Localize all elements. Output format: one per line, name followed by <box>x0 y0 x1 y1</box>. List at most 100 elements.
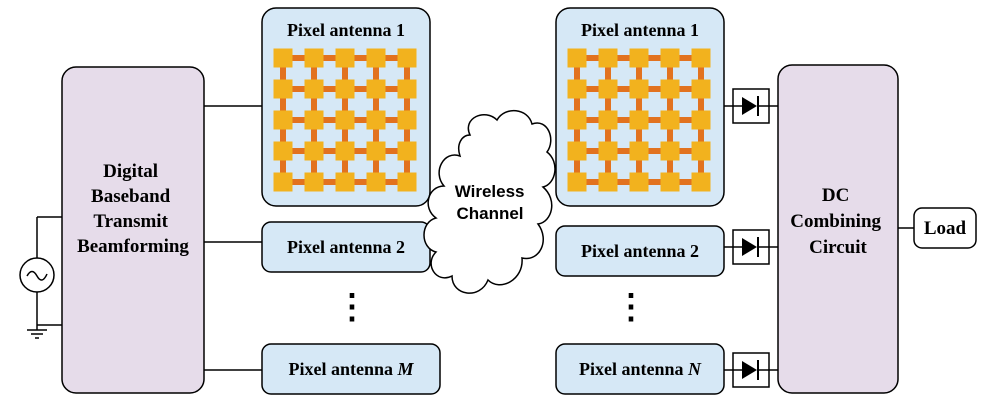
tx-pixel-antenna-m: Pixel antenna M <box>261 343 441 395</box>
rx-pixel-antenna-2: Pixel antenna 2 <box>555 225 725 277</box>
pixel-connector <box>345 179 376 185</box>
rx-pixel-antenna-1: Pixel antenna 1 <box>555 7 725 207</box>
pixel-patch <box>397 110 417 130</box>
tx-pixel-grid <box>273 48 417 192</box>
pixel-connector <box>670 117 701 123</box>
pixel-connector <box>639 179 670 185</box>
pixel-connector <box>404 89 410 120</box>
beamforming-label: Digital Baseband Transmit Beamforming <box>77 161 189 257</box>
pixel-patch <box>691 48 711 68</box>
rx-ellipsis: ⋮ <box>614 289 648 326</box>
pixel-connector <box>670 55 701 61</box>
pixel-connector <box>280 58 286 89</box>
rx-pixel-grid <box>567 48 711 192</box>
rx-antenna-n-label: Pixel antenna N <box>579 359 702 379</box>
load-block: Load <box>913 207 977 249</box>
pixel-connector <box>283 117 314 123</box>
pixel-connector <box>577 86 608 92</box>
pixel-patch <box>629 172 649 192</box>
pixel-connector <box>698 151 704 182</box>
pixel-patch <box>273 141 293 161</box>
pixel-connector <box>577 179 608 185</box>
pixel-patch <box>598 79 618 99</box>
pixel-patch <box>397 172 417 192</box>
pixel-patch <box>567 172 587 192</box>
pixel-connector <box>283 148 314 154</box>
rectifier-diodes <box>724 88 778 388</box>
pixel-connector <box>608 179 639 185</box>
pixel-connector <box>311 89 317 120</box>
pixel-patch <box>273 48 293 68</box>
pixel-connector <box>283 55 314 61</box>
pixel-connector <box>639 86 670 92</box>
pixel-connector <box>636 120 642 151</box>
pixel-connector <box>574 151 580 182</box>
pixel-connector <box>574 89 580 120</box>
pixel-patch <box>366 48 386 68</box>
pixel-connector <box>373 151 379 182</box>
pixel-connector <box>605 58 611 89</box>
pixel-patch <box>304 172 324 192</box>
pixel-connector <box>342 151 348 182</box>
diode-icon <box>724 88 778 124</box>
pixel-connector <box>376 117 407 123</box>
pixel-connector <box>577 117 608 123</box>
pixel-connector <box>345 86 376 92</box>
ground-icon <box>27 325 47 339</box>
pixel-connector <box>577 148 608 154</box>
signal-source <box>19 216 62 339</box>
pixel-connector <box>314 117 345 123</box>
pixel-patch <box>335 48 355 68</box>
tx-antenna-1-label: Pixel antenna 1 <box>287 20 405 40</box>
pixel-patch <box>366 172 386 192</box>
dc-combining-label: DC Combining Circuit <box>790 185 886 258</box>
pixel-connector <box>670 148 701 154</box>
pixel-patch <box>691 141 711 161</box>
pixel-patch <box>397 48 417 68</box>
pixel-connector <box>373 58 379 89</box>
pixel-connector <box>608 55 639 61</box>
pixel-connector <box>667 151 673 182</box>
pixel-connector <box>342 120 348 151</box>
pixel-patch <box>335 110 355 130</box>
pixel-patch <box>366 141 386 161</box>
pixel-patch <box>366 110 386 130</box>
pixel-patch <box>691 172 711 192</box>
rx-pixel-antenna-n: Pixel antenna N <box>555 343 725 395</box>
pixel-patch <box>629 79 649 99</box>
pixel-patch <box>273 79 293 99</box>
pixel-patch <box>567 79 587 99</box>
pixel-connector <box>670 86 701 92</box>
pixel-connector <box>376 179 407 185</box>
pixel-connector <box>667 89 673 120</box>
pixel-connector <box>376 86 407 92</box>
pixel-patch <box>335 172 355 192</box>
pixel-patch <box>660 48 680 68</box>
pixel-connector <box>639 148 670 154</box>
pixel-connector <box>608 148 639 154</box>
pixel-patch <box>304 141 324 161</box>
dc-combining-block <box>777 64 899 394</box>
pixel-connector <box>608 117 639 123</box>
tx-antenna-m-label: Pixel antenna M <box>288 359 414 379</box>
pixel-connector <box>698 58 704 89</box>
pixel-connector <box>574 120 580 151</box>
pixel-connector <box>283 179 314 185</box>
tx-pixel-antenna-2: Pixel antenna 2 <box>261 221 431 273</box>
pixel-connector <box>698 89 704 120</box>
pixel-connector <box>404 58 410 89</box>
pixel-patch <box>304 110 324 130</box>
pixel-connector <box>574 58 580 89</box>
pixel-connector <box>311 151 317 182</box>
pixel-patch <box>335 141 355 161</box>
pixel-connector <box>670 179 701 185</box>
pixel-connector <box>342 58 348 89</box>
pixel-connector <box>314 179 345 185</box>
pixel-connector <box>342 89 348 120</box>
pixel-patch <box>629 110 649 130</box>
diode-icon <box>724 229 778 265</box>
pixel-connector <box>311 120 317 151</box>
pixel-patch <box>567 141 587 161</box>
pixel-connector <box>280 151 286 182</box>
beamforming-block <box>61 66 205 394</box>
